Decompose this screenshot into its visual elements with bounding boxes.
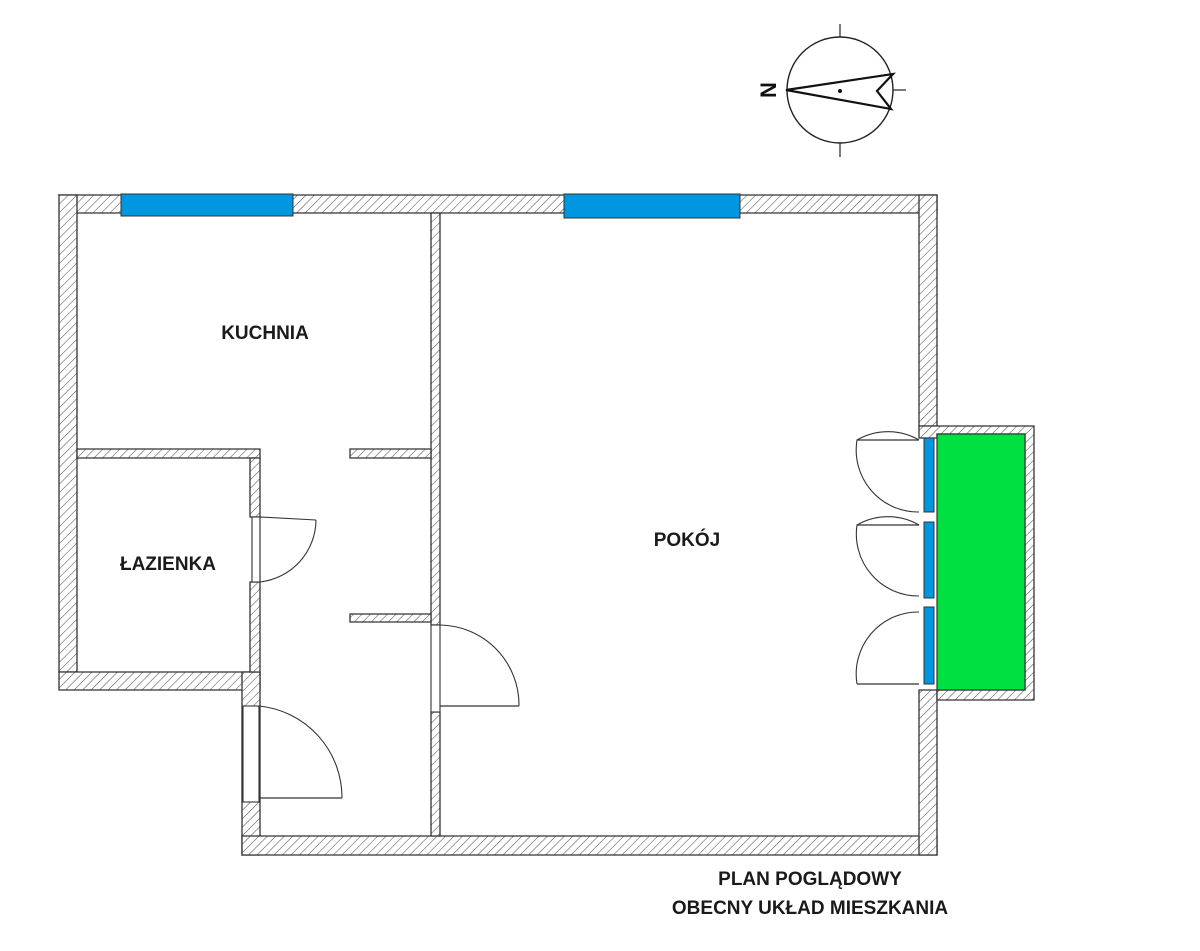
compass: N [756, 24, 906, 157]
balcony-window-3 [923, 606, 935, 685]
room-door [430, 624, 520, 713]
balcony-door-1 [855, 431, 920, 513]
balcony [936, 433, 1026, 691]
doors [242, 431, 920, 803]
compass-north-letter: N [756, 82, 781, 98]
caption-line-1: PLAN POGLĄDOWY [718, 869, 902, 890]
walls [57, 194, 1035, 856]
balcony-window-1 [923, 437, 935, 513]
kitchen-window [120, 193, 294, 217]
caption-line-2: OBECNY UKŁAD MIESZKANIA [671, 898, 949, 919]
bathroom-label: ŁAZIENKA [120, 554, 216, 575]
room-label: POKÓJ [654, 529, 721, 551]
kitchen-label: KUCHNIA [221, 323, 309, 344]
windows [120, 193, 935, 685]
balcony-window-2 [923, 521, 935, 599]
bathroom-door [251, 516, 317, 583]
entrance-door [242, 705, 343, 803]
balcony-door-3 [855, 611, 920, 685]
balcony-door-2 [855, 516, 920, 597]
room-window [563, 193, 741, 219]
